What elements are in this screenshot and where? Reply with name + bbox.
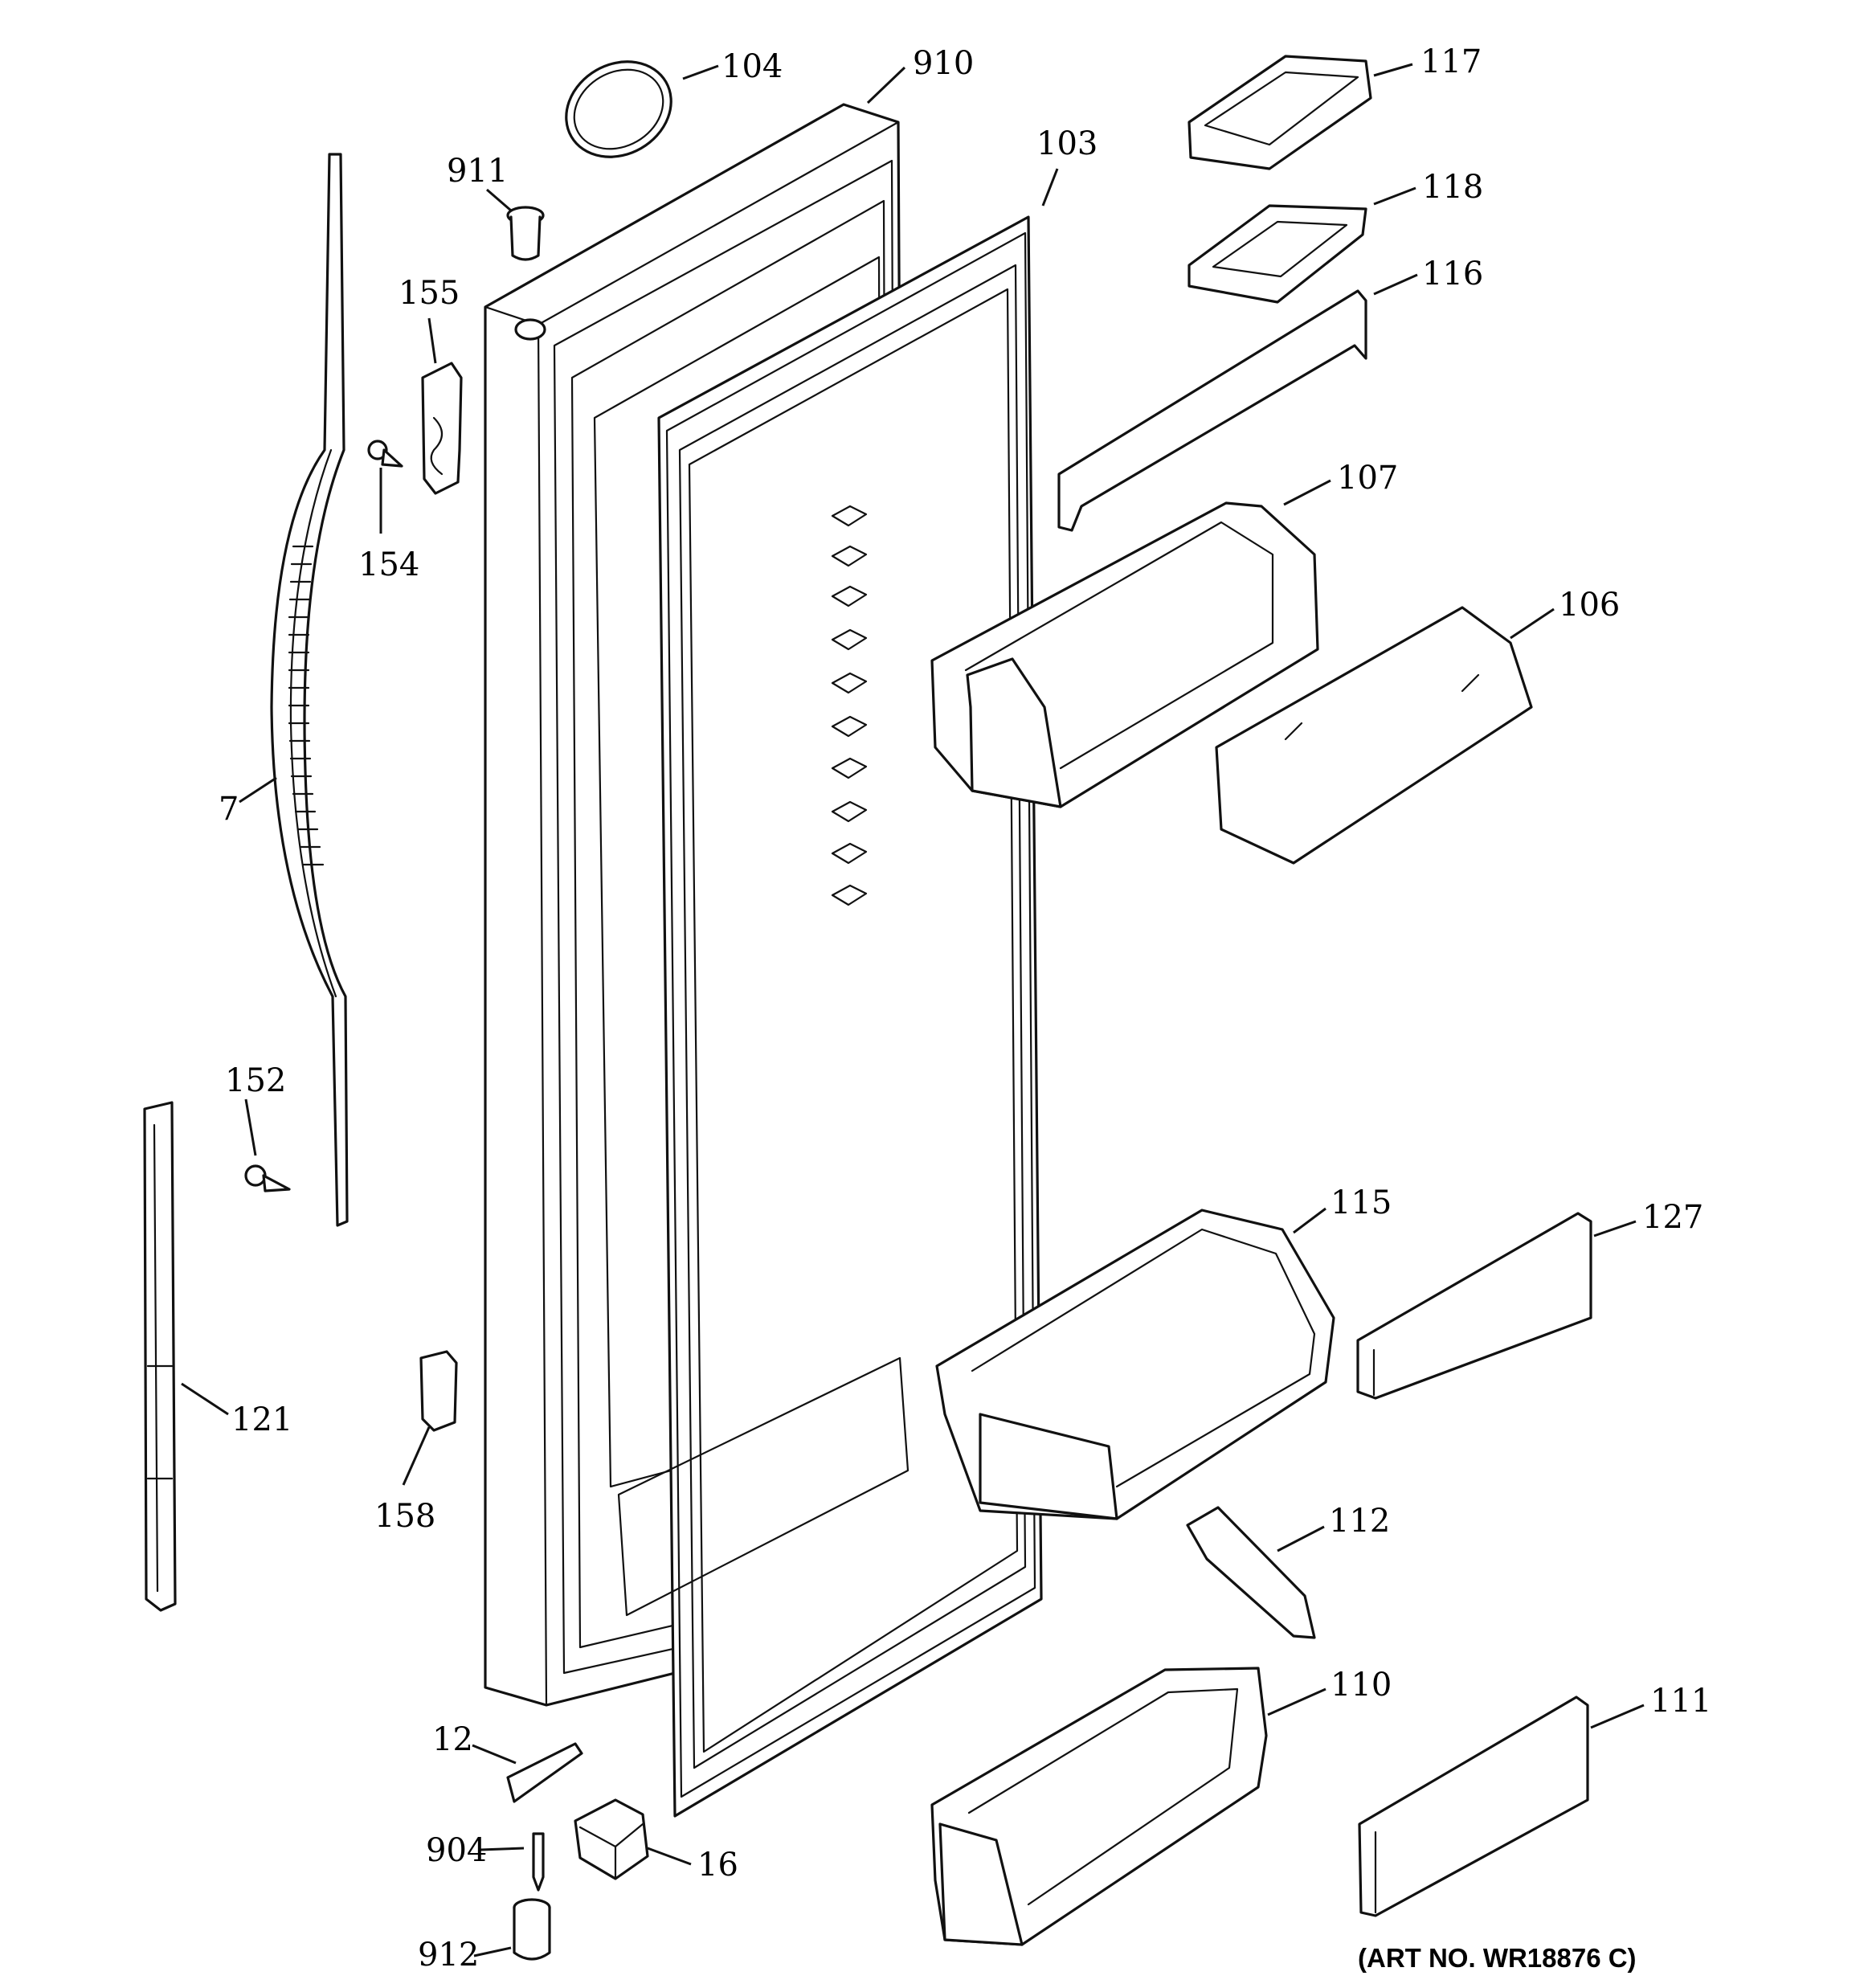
part-107-door-bin [930, 501, 1319, 808]
callout-904: 904 [426, 1832, 487, 1869]
part-154-screw [367, 440, 403, 468]
part-911-bushing [506, 206, 545, 261]
callout-155: 155 [399, 275, 460, 312]
callout-117: 117 [1420, 43, 1482, 80]
art-number: (ART NO. WR18876 C) [1358, 1943, 1637, 1973]
leader-lines [181, 63, 1645, 1957]
part-104-cap [565, 60, 672, 158]
part-116-rail [1057, 289, 1367, 532]
callout-111: 111 [1650, 1683, 1711, 1720]
part-904-screw [532, 1832, 545, 1892]
part-106-bin-front [1215, 606, 1533, 865]
part-112-bracket [1186, 1506, 1316, 1639]
callout-104: 104 [721, 48, 783, 85]
callout-910: 910 [913, 45, 974, 82]
part-110-door-bin [930, 1667, 1268, 1946]
callout-107: 107 [1337, 460, 1398, 497]
part-12-plate [506, 1742, 583, 1803]
part-117-cover [1187, 55, 1372, 170]
callout-154: 154 [358, 546, 419, 583]
part-127-bin-front [1356, 1212, 1592, 1400]
callout-912: 912 [418, 1937, 479, 1974]
callout-103: 103 [1036, 125, 1098, 162]
part-115-door-bin [935, 1209, 1335, 1520]
part-158-clip [419, 1350, 458, 1432]
callout-152: 152 [225, 1062, 286, 1099]
part-16-bracket [574, 1798, 649, 1880]
callout-112: 112 [1329, 1503, 1390, 1540]
callout-115: 115 [1331, 1184, 1392, 1221]
callout-118: 118 [1422, 169, 1483, 206]
part-155-hinge-bracket [421, 362, 463, 495]
callout-7: 7 [219, 791, 239, 828]
part-118-dish [1187, 204, 1367, 304]
callout-106: 106 [1559, 587, 1620, 624]
callout-labels: 104 910 117 911 103 118 155 116 154 107 … [219, 43, 1711, 1974]
callout-12: 12 [432, 1721, 473, 1758]
callout-127: 127 [1642, 1199, 1703, 1236]
callout-110: 110 [1331, 1667, 1392, 1704]
part-121-trim-strip [143, 1101, 177, 1612]
callout-16: 16 [697, 1847, 738, 1884]
part-7-door-handle [270, 153, 349, 1227]
callout-158: 158 [374, 1498, 435, 1535]
part-111-bin-front [1358, 1696, 1589, 1917]
part-912-bushing [513, 1898, 551, 1961]
part-103-door-gasket [617, 215, 1043, 1818]
part-152-screw [244, 1164, 291, 1192]
callout-911: 911 [447, 153, 508, 190]
callout-121: 121 [231, 1401, 292, 1438]
callout-116: 116 [1422, 256, 1483, 292]
